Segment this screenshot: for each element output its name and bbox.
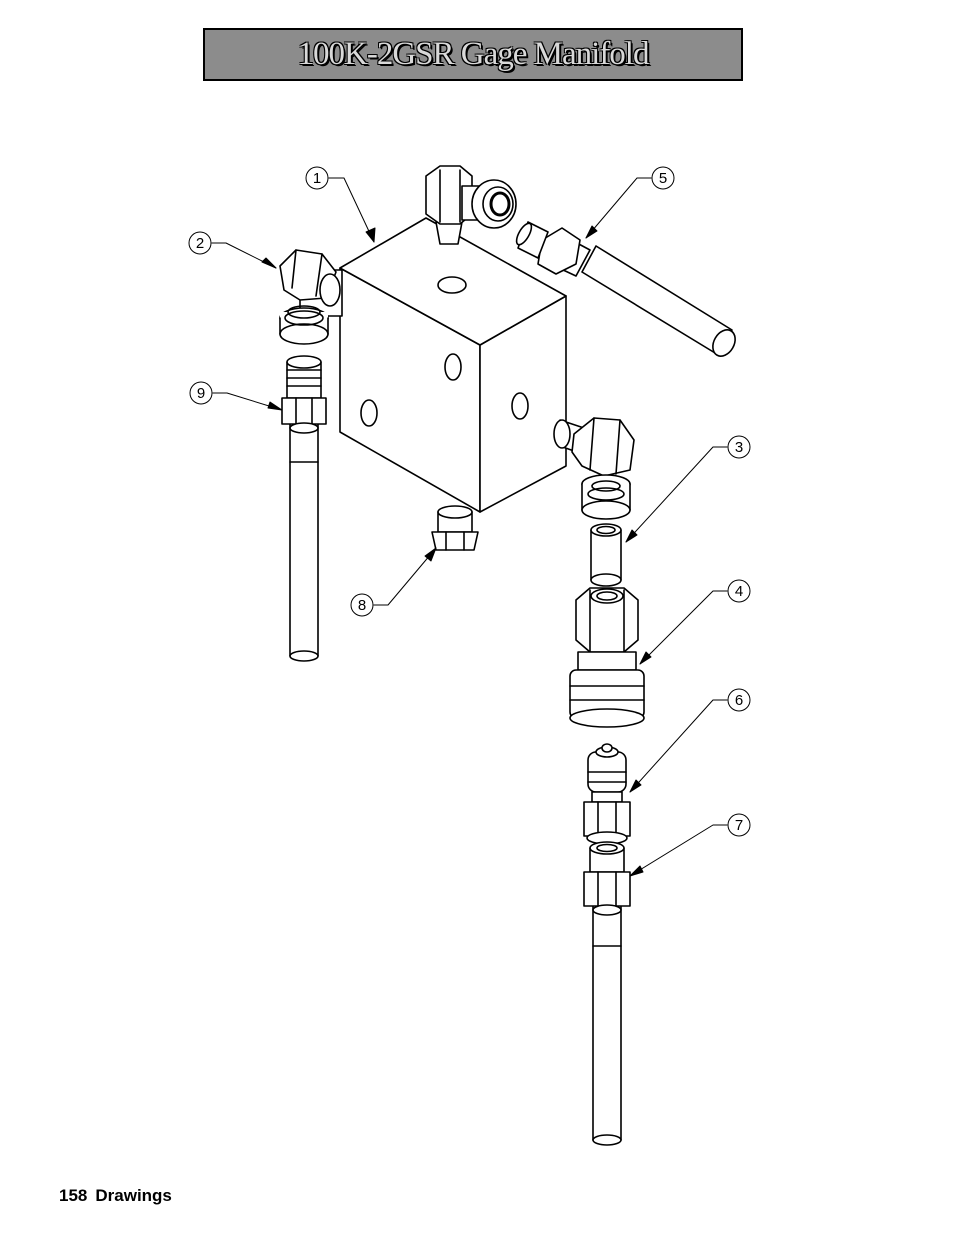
pipe-plug [432,506,478,550]
callout-3: 3 [728,436,750,458]
callout-6: 6 [728,689,750,711]
quick-coupler [570,588,644,727]
callout-4: 4 [728,580,750,602]
callout-3-label: 3 [735,439,743,456]
callout-7: 7 [728,814,750,836]
elbow-fitting-left [280,250,342,344]
callout-8: 8 [351,594,373,616]
quick-nipple [584,744,630,844]
callout-2: 2 [189,232,211,254]
elbow-fitting-right [554,418,634,519]
manifold-block [340,218,566,512]
callout-1-label: 1 [313,170,321,187]
section-name: Drawings [95,1186,172,1205]
page-footer: 158 Drawings [59,1186,180,1206]
callout-6-label: 6 [735,692,743,709]
callout-9: 9 [190,382,212,404]
callout-5: 5 [652,167,674,189]
callout-9-label: 9 [197,385,205,402]
callout-5-label: 5 [659,170,667,187]
top-elbow-fitting [426,166,516,244]
callout-2-label: 2 [196,235,204,252]
tube-fitting-left [282,356,326,661]
callout-4-label: 4 [735,583,743,600]
callout-1: 1 [306,167,328,189]
callout-8-label: 8 [358,597,366,614]
nipple [591,524,621,586]
page-number: 158 [59,1186,87,1205]
callout-7-label: 7 [735,817,743,834]
tube-fitting-bottom [584,842,630,1145]
